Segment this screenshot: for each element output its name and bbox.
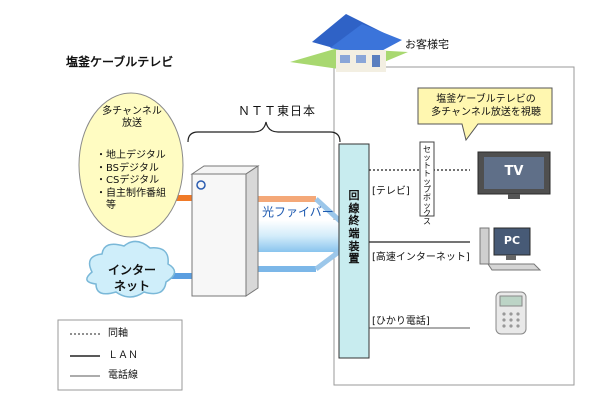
ntt-label: ＮＴＴ東日本 bbox=[238, 104, 317, 118]
onu-label: 回線終端装置 bbox=[348, 189, 360, 266]
channels-list: ・地上デジタル ・BSデジタル ・CSデジタル ・自主制作番組 等 bbox=[96, 150, 166, 213]
legend-box bbox=[57, 319, 183, 391]
customer-label: お客様宅 bbox=[405, 38, 449, 51]
stb-label: セットトップボックス bbox=[423, 145, 431, 226]
ntt-brace bbox=[187, 121, 341, 143]
channel-item: ・CSデジタル bbox=[96, 175, 160, 186]
fiber-cable bbox=[248, 220, 340, 252]
phone-icon bbox=[495, 291, 527, 335]
onu-device bbox=[338, 143, 370, 359]
tv-icon bbox=[477, 151, 551, 199]
internet-label: インター ネット bbox=[107, 263, 156, 294]
channels-bubble bbox=[78, 92, 184, 238]
ntt-equipment-box bbox=[190, 165, 260, 297]
phone-connection-label: [ひかり電話] bbox=[372, 316, 430, 327]
legend-coax-label: 同軸 bbox=[108, 328, 128, 339]
house-icon bbox=[290, 14, 408, 72]
internet-cloud bbox=[86, 240, 176, 298]
channel-item: ・自主制作番組 等 bbox=[96, 187, 166, 212]
channel-item: ・地上デジタル bbox=[96, 150, 166, 161]
tv-connection-label: [テレビ] bbox=[372, 186, 410, 197]
pc-text: PC bbox=[503, 234, 521, 247]
internet-connection-label: [高速インターネット] bbox=[372, 252, 470, 263]
legend-phone-label: 電話線 bbox=[108, 370, 138, 381]
provider-title: 塩釜ケーブルテレビ bbox=[66, 55, 174, 69]
channel-item: ・BSデジタル bbox=[96, 162, 159, 174]
callout-text: 塩釜ケーブルテレビの 多チャンネル放送を視聴 bbox=[431, 94, 541, 118]
fiber-label: 光ファイバー bbox=[262, 205, 334, 219]
pc-icon bbox=[479, 227, 542, 271]
channels-heading: 多チャンネル 放送 bbox=[102, 106, 162, 129]
set-top-box bbox=[419, 141, 435, 217]
callout-bubble bbox=[417, 87, 553, 142]
legend-lan-label: ＬＡＮ bbox=[108, 350, 138, 361]
tv-text: TV bbox=[504, 164, 524, 179]
